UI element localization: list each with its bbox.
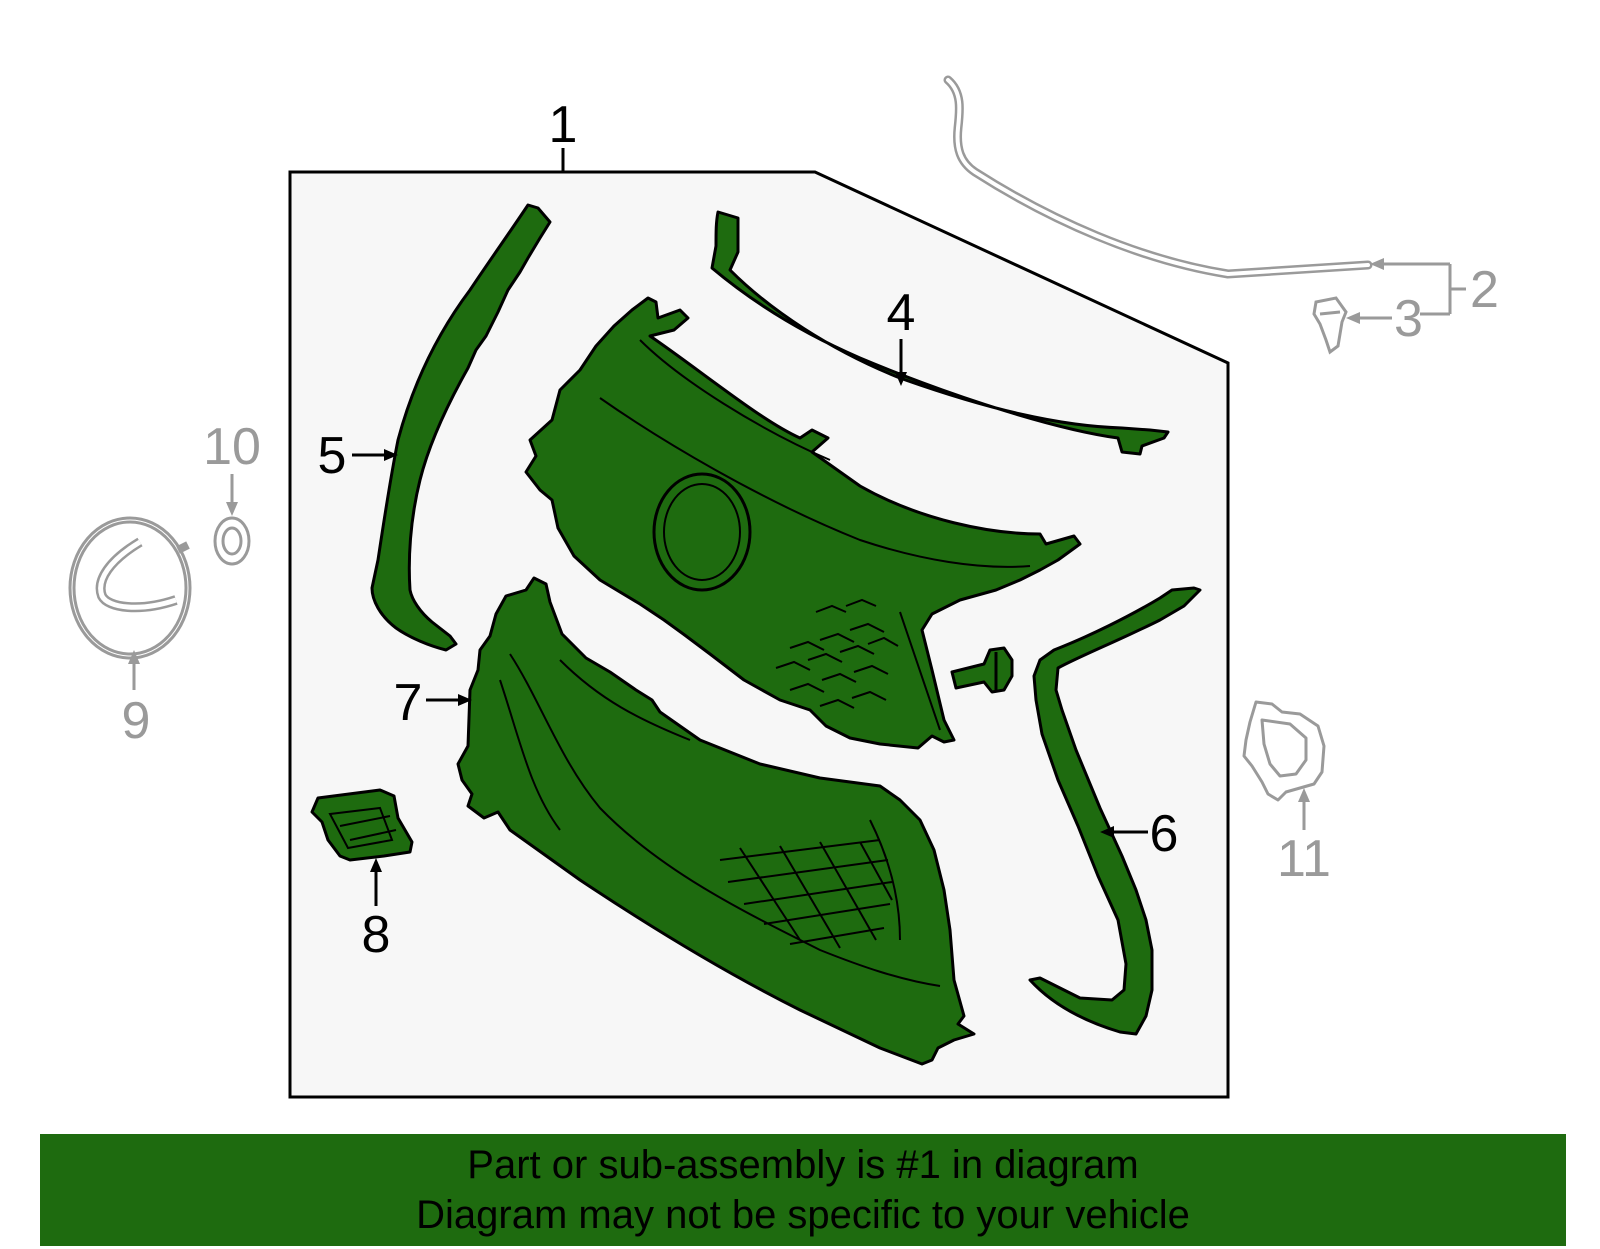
emblem-opening — [652, 472, 752, 592]
banner-background — [40, 1134, 1566, 1246]
part-8-insert — [310, 788, 414, 906]
callout-10: 10 — [203, 418, 261, 476]
callout-7: 7 — [394, 674, 423, 732]
banner-line-1: Part or sub-assembly is #1 in diagram — [467, 1143, 1139, 1187]
callout-3: 3 — [1394, 290, 1423, 348]
part-2-rod — [943, 75, 1373, 279]
part-11-bracket — [1242, 700, 1326, 830]
part-6-right-moulding — [1028, 586, 1202, 1036]
part-7-lower-grille — [426, 576, 976, 1066]
part-9-emblem — [68, 516, 192, 690]
callout-11: 11 — [1277, 830, 1331, 888]
callout-9: 9 — [122, 692, 151, 750]
callout-4: 4 — [887, 284, 916, 342]
callout-2-3-bracket — [1346, 258, 1466, 324]
part-1-grille-upper-panel — [524, 296, 1082, 750]
banner-line-2: Diagram may not be specific to your vehi… — [416, 1193, 1190, 1237]
callout-5: 5 — [318, 427, 347, 485]
callout-1: 1 — [549, 96, 578, 154]
part-10-grommet — [213, 474, 251, 566]
callout-6: 6 — [1150, 805, 1179, 863]
callout-2: 2 — [1470, 261, 1499, 319]
diagram-notice-banner: Part or sub-assembly is #1 in diagram Di… — [40, 1134, 1566, 1246]
part-3-clip — [1312, 296, 1348, 355]
callout-8: 8 — [362, 906, 391, 964]
fastener-screw — [950, 646, 1014, 694]
part-5-left-moulding — [352, 203, 552, 652]
part-4-upper-moulding — [710, 210, 1170, 456]
